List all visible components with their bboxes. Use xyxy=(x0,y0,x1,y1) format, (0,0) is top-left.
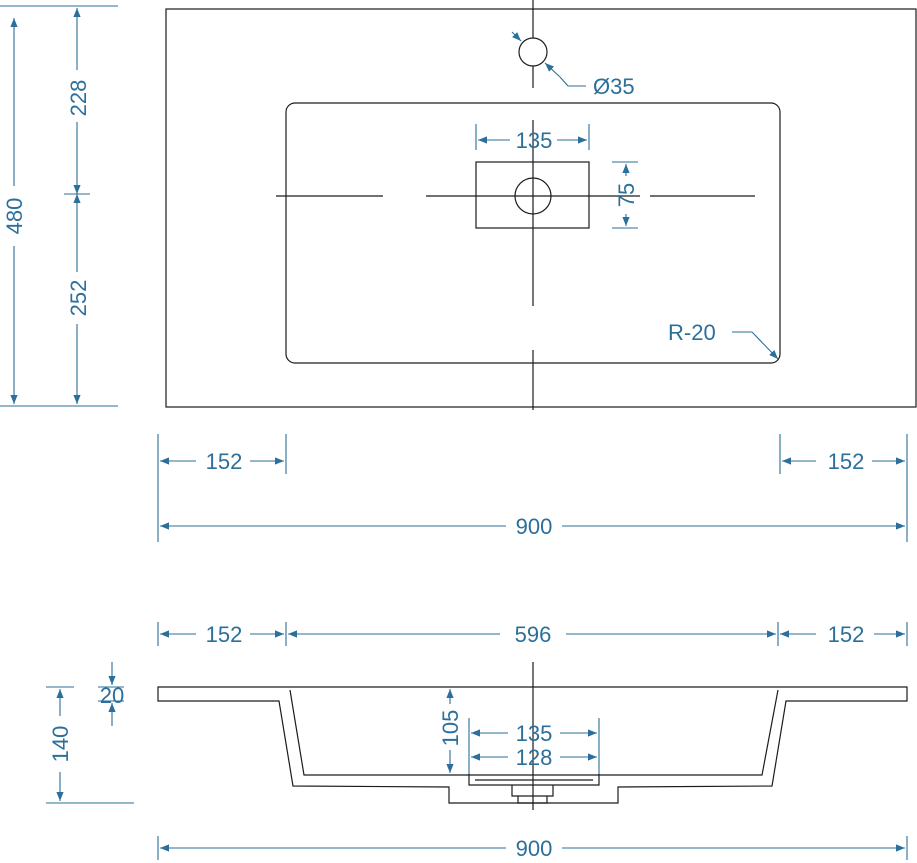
recess-height-label: 75 xyxy=(614,183,639,207)
dim-tap-hole: Ø35 xyxy=(511,31,635,99)
drain-fitting xyxy=(468,774,600,804)
overall-height-label: 140 xyxy=(48,726,73,763)
corner-radius-label: R-20 xyxy=(668,320,716,345)
plan-right-rim-label: 152 xyxy=(828,449,865,474)
dim-section-top: 152 596 152 xyxy=(157,622,908,647)
tap-hole xyxy=(518,37,548,67)
section-view: 152 596 152 20 140 105 xyxy=(46,622,908,861)
overall-depth-label: 480 xyxy=(2,198,27,235)
drain-inner-label: 128 xyxy=(516,745,553,770)
dim-recess-width: 135 xyxy=(475,124,590,153)
section-left-rim-label: 152 xyxy=(206,622,243,647)
basin-outline xyxy=(165,8,917,408)
dim-depth-split: 228 252 xyxy=(64,8,91,404)
dim-section-width: 900 xyxy=(157,836,908,861)
dim-plan-width: 900 xyxy=(160,514,905,539)
dim-deck-thickness: 20 xyxy=(98,662,124,726)
tap-hole-label: Ø35 xyxy=(593,74,635,99)
section-outline xyxy=(157,686,908,804)
center-lines xyxy=(276,0,755,410)
back-to-center-label: 228 xyxy=(66,80,91,117)
deck-thickness-label: 20 xyxy=(100,683,124,708)
plan-width-label: 900 xyxy=(516,514,553,539)
section-width-label: 900 xyxy=(516,836,553,861)
dim-recess-height: 75 xyxy=(612,161,639,229)
dim-overall-height: 140 xyxy=(46,686,134,804)
plan-view: 480 228 252 Ø35 135 xyxy=(0,0,917,542)
plan-left-rim-label: 152 xyxy=(206,449,243,474)
section-right-rim-label: 152 xyxy=(828,622,865,647)
dim-bowl-depth: 105 xyxy=(438,689,463,773)
dim-corner-radius: R-20 xyxy=(668,320,779,360)
dim-overall-depth: 480 xyxy=(0,5,118,407)
recess-width-label: 135 xyxy=(516,128,553,153)
center-to-front-label: 252 xyxy=(66,280,91,317)
drain-outer-label: 135 xyxy=(516,721,553,746)
dim-drain: 135 128 xyxy=(468,718,600,774)
bowl-depth-label: 105 xyxy=(438,710,463,747)
section-bowl-width-label: 596 xyxy=(515,622,552,647)
dim-plan-rims: 152 152 xyxy=(157,434,908,542)
